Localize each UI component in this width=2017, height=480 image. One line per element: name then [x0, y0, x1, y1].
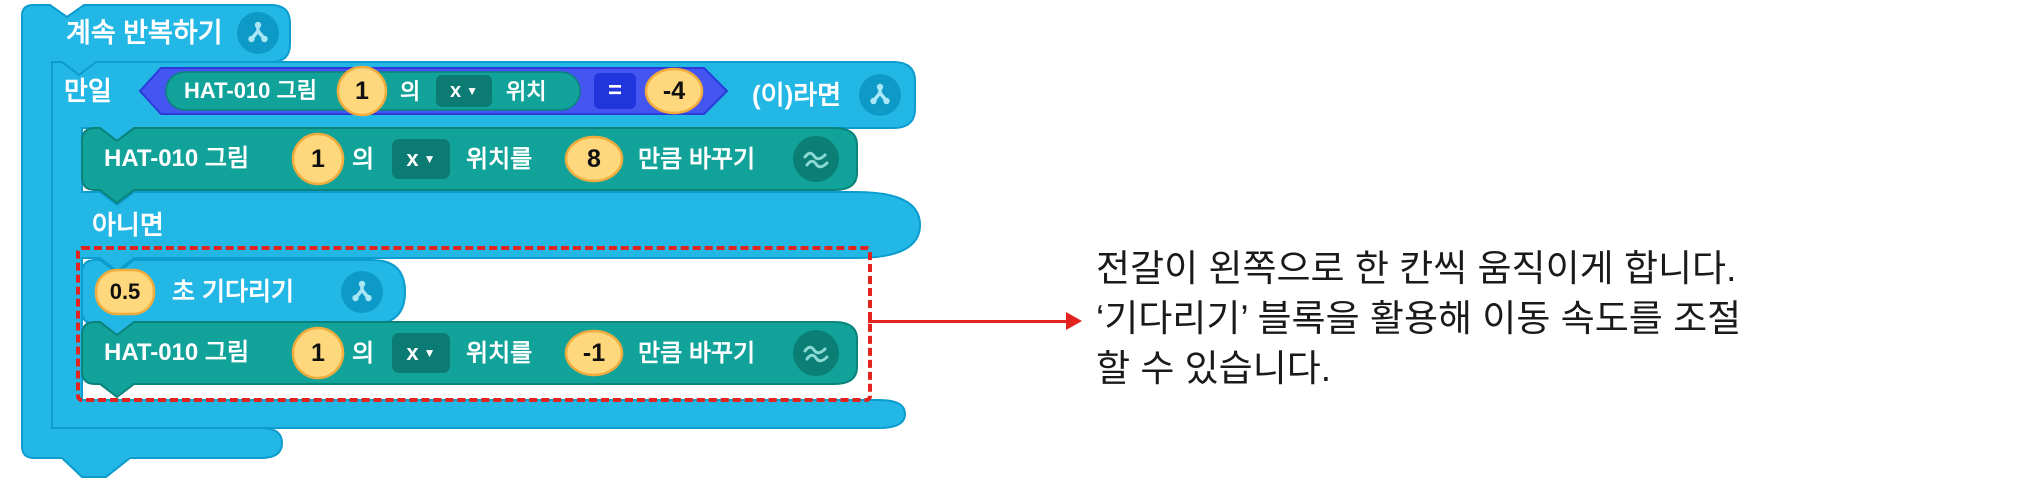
move-amount-field-left[interactable] [564, 329, 624, 377]
if-else-block[interactable] [51, 61, 922, 429]
move-left-object-label: HAT-010 그림 [104, 339, 250, 366]
condition-object-label: HAT-010 그림 [184, 78, 317, 103]
move-icon [793, 330, 839, 376]
move-left-property-label: 위치를 [466, 340, 533, 367]
operator-label: = [607, 77, 622, 104]
move-icon [793, 136, 839, 182]
condition-property-label: 위치 [506, 79, 547, 104]
move-right-block[interactable] [81, 127, 858, 205]
move-left-amount-value[interactable]: -1 [582, 338, 606, 367]
then-label: (이)라면 [752, 80, 842, 110]
annotation-line: 할 수 있습니다. [1096, 348, 1332, 389]
condition-of-label: 의 [400, 79, 421, 104]
highlight-dashed-box [76, 246, 872, 402]
axis-dropdown-condition[interactable]: x ▼ [436, 75, 492, 107]
axis-dropdown-box-move-left[interactable] [392, 333, 450, 373]
else-label: 아니면 [92, 210, 164, 240]
dropdown-arrow-icon: ▼ [466, 84, 478, 98]
move-right-amount-value[interactable]: 8 [587, 144, 601, 173]
annotation-line: ‘기다리기’ 블록을 활용해 이동 속도를 조절 [1096, 298, 1742, 339]
move-right-index-value[interactable]: 1 [311, 144, 325, 173]
flow-icon [341, 271, 383, 313]
condition-index-value[interactable]: 1 [355, 76, 369, 105]
move-right-object-label: HAT-010 그림 [104, 145, 250, 172]
move-right-of-label: 의 [352, 146, 375, 173]
compare-value[interactable]: -4 [662, 76, 686, 105]
dropdown-arrow-icon: ▼ [423, 346, 436, 360]
operator-box[interactable] [594, 73, 636, 109]
callout-arrow-head-icon [1066, 312, 1082, 330]
move-right-property-label: 위치를 [466, 146, 533, 173]
flow-icon [237, 12, 279, 54]
axis-dropdown-value: x [449, 79, 462, 102]
move-right-action-label: 만큼 바꾸기 [638, 146, 756, 173]
flow-icon [859, 74, 901, 116]
axis-dropdown-box-move-right[interactable] [392, 139, 450, 179]
annotation-text: 전갈이 왼쪽으로 한 칸씩 움직이게 합니다. ‘기다리기’ 블록을 활용해 이… [1096, 244, 1741, 394]
move-left-action-label: 만큼 바꾸기 [638, 340, 756, 367]
wait-label: 초 기다리기 [172, 278, 294, 306]
move-amount-field-right[interactable] [564, 135, 624, 183]
annotation-line: 전갈이 왼쪽으로 한 칸씩 움직이게 합니다. [1096, 248, 1737, 289]
move-left-block[interactable] [81, 321, 858, 399]
axis-dropdown-move-left[interactable]: x ▼ [392, 333, 450, 373]
dropdown-arrow-icon: ▼ [423, 152, 436, 166]
sprite-index-field-move-left[interactable] [291, 326, 345, 380]
wait-seconds-value[interactable]: 0.5 [109, 279, 141, 304]
callout-arrow-line [868, 320, 1068, 323]
axis-dropdown-value: x [406, 146, 419, 171]
axis-dropdown-box-condition[interactable] [436, 75, 492, 107]
repeat-forever-label: 계속 반복하기 [66, 18, 223, 48]
compare-value-field[interactable] [644, 67, 704, 115]
move-left-index-value[interactable]: 1 [311, 338, 325, 367]
axis-dropdown-move-right[interactable]: x ▼ [392, 139, 450, 179]
axis-dropdown-value: x [406, 340, 419, 365]
wait-seconds-field[interactable] [94, 268, 156, 316]
sprite-index-field-move-right[interactable] [291, 132, 345, 186]
sprite-index-field-condition[interactable] [336, 65, 388, 117]
move-left-of-label: 의 [352, 340, 375, 367]
if-label: 만일 [64, 76, 112, 106]
